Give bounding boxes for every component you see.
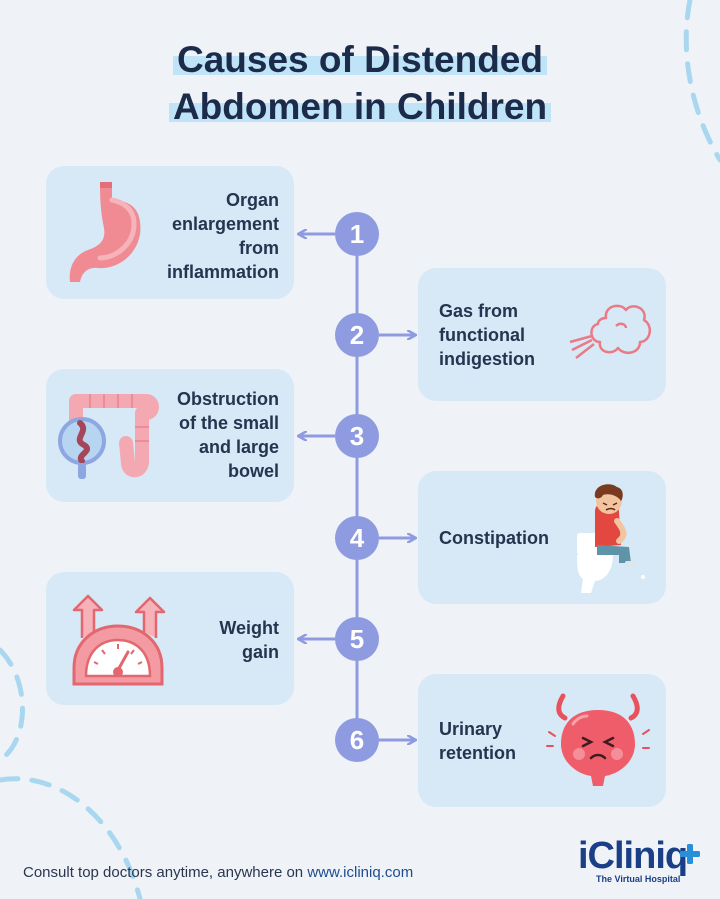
cause-label-5: Weight gain	[219, 618, 279, 662]
title-line-1: Causes of Distended	[173, 39, 547, 80]
logo-wordmark: iCliniq	[578, 835, 688, 877]
footer-website-link[interactable]: www.icliniq.com	[307, 864, 414, 881]
title-line-2: Abdomen in Children	[168, 86, 552, 127]
icliniq-logo: iCliniq The Virtual Hospital	[578, 836, 704, 886]
footer-cta: Consult top doctors anytime, anywhere on…	[23, 864, 413, 881]
cause-card-1: Organ enlargement from inflammation	[46, 166, 294, 299]
medical-plus-icon	[680, 844, 700, 864]
logo-tagline: The Virtual Hospital	[596, 874, 681, 884]
step-badge-5: 5	[335, 617, 379, 661]
step-badge-4: 4	[335, 516, 379, 560]
cause-label-6: Urinary retention	[439, 719, 517, 763]
cause-label-1: Organ enlargement from inflammation	[166, 190, 279, 282]
gas-cloud-icon	[569, 304, 652, 359]
step-badge-1: 1	[335, 212, 379, 256]
footer-text: Consult top doctors anytime, anywhere on	[23, 864, 308, 881]
step-badge-3: 3	[335, 414, 379, 458]
child-on-toilet-icon	[577, 484, 645, 593]
cause-card-6: Urinary retention	[418, 674, 666, 807]
step-badge-6: 6	[335, 718, 379, 762]
bladder-icon	[546, 693, 650, 786]
cause-card-3: Obstruction of the small and large bowel	[46, 369, 294, 502]
cause-label-2: Gas from functional indigestion	[439, 301, 535, 369]
intestine-icon	[58, 394, 159, 479]
cause-card-4: Constipation	[418, 471, 666, 604]
step-badge-2: 2	[335, 313, 379, 357]
cause-label-4: Constipation	[439, 528, 549, 548]
page-title: Causes of Distended Abdomen in Children	[0, 36, 720, 130]
cause-card-2: Gas from functional indigestion	[418, 268, 666, 401]
weight-scale-icon	[72, 594, 166, 686]
cause-card-5: Weight gain	[46, 572, 294, 705]
stomach-icon	[69, 182, 141, 282]
cause-label-3: Obstruction of the small and large bowel	[177, 389, 279, 481]
